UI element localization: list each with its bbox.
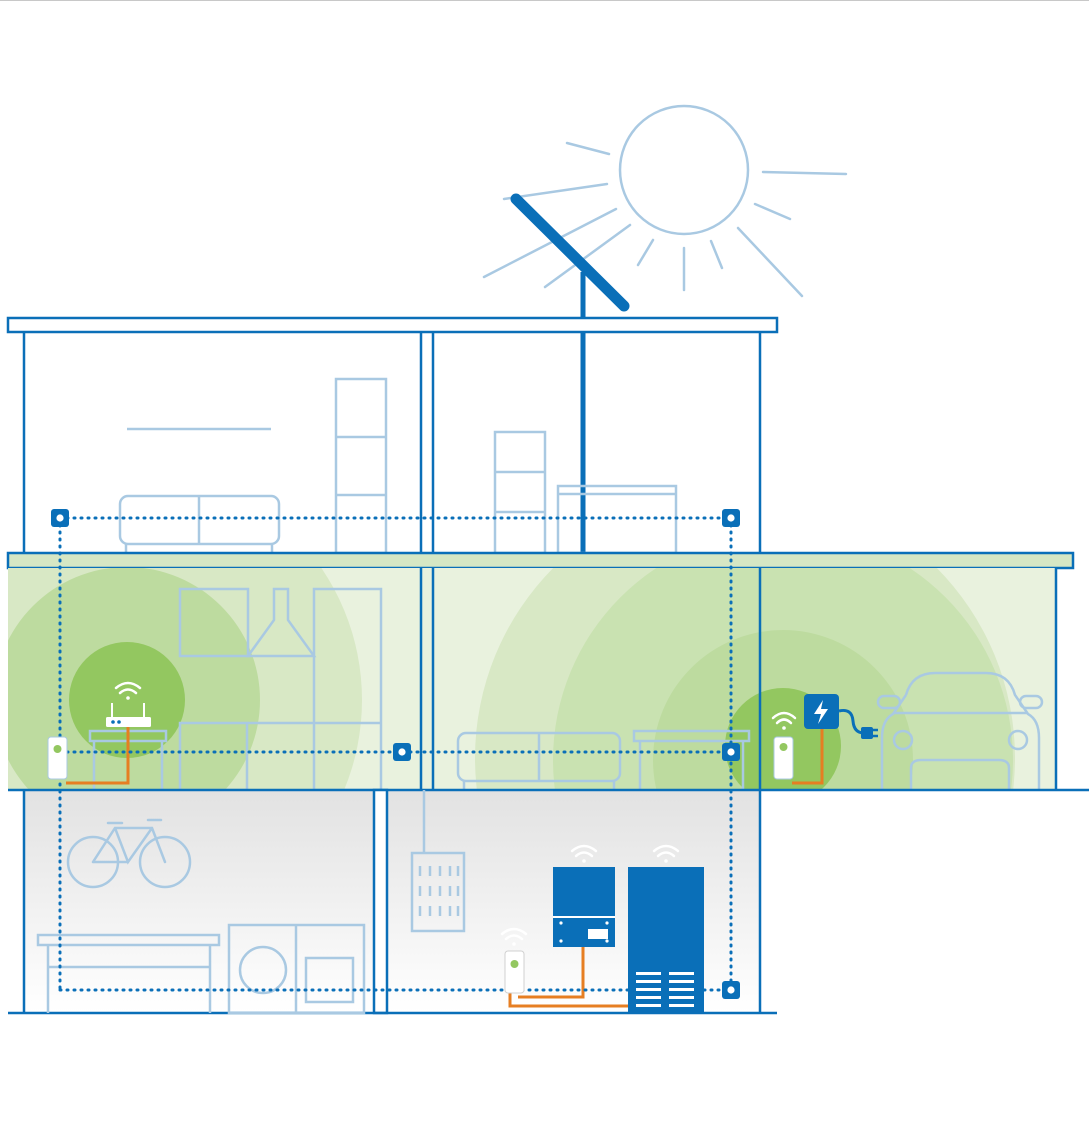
middle-floor-slab (6, 551, 1075, 570)
basement (8, 788, 1089, 1015)
shelf-right (493, 430, 547, 555)
roof-slab (6, 316, 779, 334)
wifi-coverage-zones (8, 568, 1015, 790)
sideboard (632, 729, 751, 743)
powerline-adapter-icon (771, 711, 797, 780)
powerline-adapter-icon (47, 736, 68, 780)
kitchen-cabinet (178, 587, 250, 658)
home-battery-icon (628, 844, 704, 1013)
sun-icon (482, 104, 848, 298)
network-dotted-links (58, 516, 733, 992)
wifi-signal-icon (771, 711, 797, 730)
upper-room-furniture (118, 377, 678, 555)
wifi-signal-icon (500, 927, 528, 946)
bed (556, 484, 678, 555)
bicycle-icon (66, 818, 192, 889)
kitchen (88, 587, 383, 792)
wifi-signal-icon (652, 844, 680, 863)
ev-plug-icon (838, 709, 878, 739)
bookshelf (334, 377, 388, 555)
sofa (118, 494, 281, 553)
heating-radiator (410, 790, 466, 933)
living-room (456, 729, 751, 790)
ground-sofa (456, 731, 622, 790)
top-rule (0, 0, 1089, 1)
wifi-signal-icon (114, 681, 142, 700)
wifi-signal-icon (570, 844, 598, 863)
inverter-icon (553, 844, 615, 947)
wallbox-charger-icon (804, 694, 839, 729)
network-node-icon (51, 509, 740, 999)
workbench (36, 933, 221, 1013)
ethernet-cables (66, 725, 824, 1008)
powerline-adapter-icon (500, 927, 528, 994)
ground-floor (8, 568, 1058, 792)
car-icon (876, 671, 1044, 790)
washing-machine (227, 923, 366, 1015)
wifi-router-icon (106, 681, 151, 727)
